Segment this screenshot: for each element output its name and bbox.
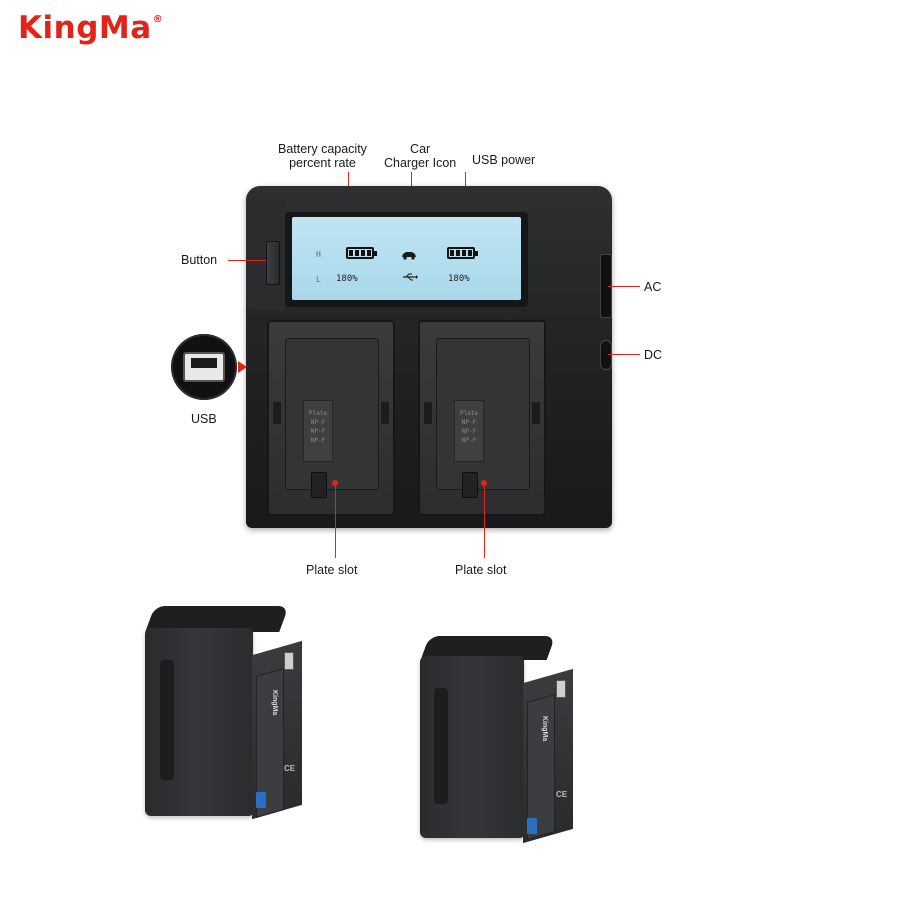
callout-line-dc xyxy=(608,354,640,355)
lcd-percent-left: 180% xyxy=(336,274,358,284)
battery-left-indicator xyxy=(256,792,266,808)
usb-port-icon xyxy=(183,352,225,382)
callout-line-button xyxy=(228,260,266,261)
battery-left-brand: KingMa xyxy=(271,690,278,716)
plate-left-notch xyxy=(273,402,281,424)
callout-usb-power: USB power xyxy=(472,153,536,167)
battery-level-icon-left xyxy=(346,247,377,259)
plate-right-contact xyxy=(462,472,478,498)
callout-plate-slot-left: Plate slot xyxy=(306,563,358,577)
lcd-mark-l: L xyxy=(316,275,321,284)
callout-plate-slot-right: Plate slot xyxy=(455,563,507,577)
callout-line-plate-right xyxy=(484,484,485,558)
lcd-percent-right: 180% xyxy=(448,274,470,284)
usb-arrow-icon xyxy=(238,361,247,373)
callout-usb: USB xyxy=(191,412,217,426)
battery-level-icon-right xyxy=(447,247,478,259)
battery-left-ce: CE xyxy=(284,764,296,773)
lcd-display: H L 180% 180% xyxy=(292,217,521,300)
car-icon xyxy=(402,252,416,260)
brand-logo: KingMa® xyxy=(18,10,163,46)
battery-right-brand: KingMa xyxy=(541,716,548,742)
callout-line-plate-left xyxy=(335,484,336,558)
mode-button[interactable] xyxy=(266,241,280,285)
usb-icon xyxy=(403,273,418,281)
callout-button: Button xyxy=(181,253,218,267)
callout-ac: AC xyxy=(644,280,662,294)
battery-right-tab xyxy=(556,680,566,698)
battery-left-tab xyxy=(284,652,294,670)
plate-right-label: Plate NP-F NP-F NP-F xyxy=(454,400,484,462)
plate-right-notch xyxy=(424,402,432,424)
callout-dot-plate-right xyxy=(481,480,487,486)
plate-slot-right: Plate NP-F NP-F NP-F xyxy=(418,320,546,516)
callout-dot-plate-left xyxy=(332,480,338,486)
plate-left-notch-right xyxy=(381,402,389,424)
registered-mark: ® xyxy=(152,14,164,25)
brand-logo-text: KingMa xyxy=(18,10,152,46)
battery-right-indicator xyxy=(527,818,537,834)
plate-left-contact xyxy=(311,472,327,498)
lcd-mark-h: H xyxy=(316,250,321,259)
plate-left-label: Plate NP-F NP-F NP-F xyxy=(303,400,333,462)
callout-battery-capacity: Battery capacity percent rate xyxy=(278,142,367,170)
battery-left-grip xyxy=(160,660,174,780)
dc-port xyxy=(600,340,612,370)
battery-right-ce: CE xyxy=(556,790,568,799)
callout-car-charger: Car Charger Icon xyxy=(384,142,457,170)
callout-line-ac xyxy=(608,286,640,287)
plate-slot-left: Plate NP-F NP-F NP-F xyxy=(267,320,395,516)
plate-right-notch-right xyxy=(532,402,540,424)
callout-dc: DC xyxy=(644,348,663,362)
battery-right-grip xyxy=(434,688,448,804)
